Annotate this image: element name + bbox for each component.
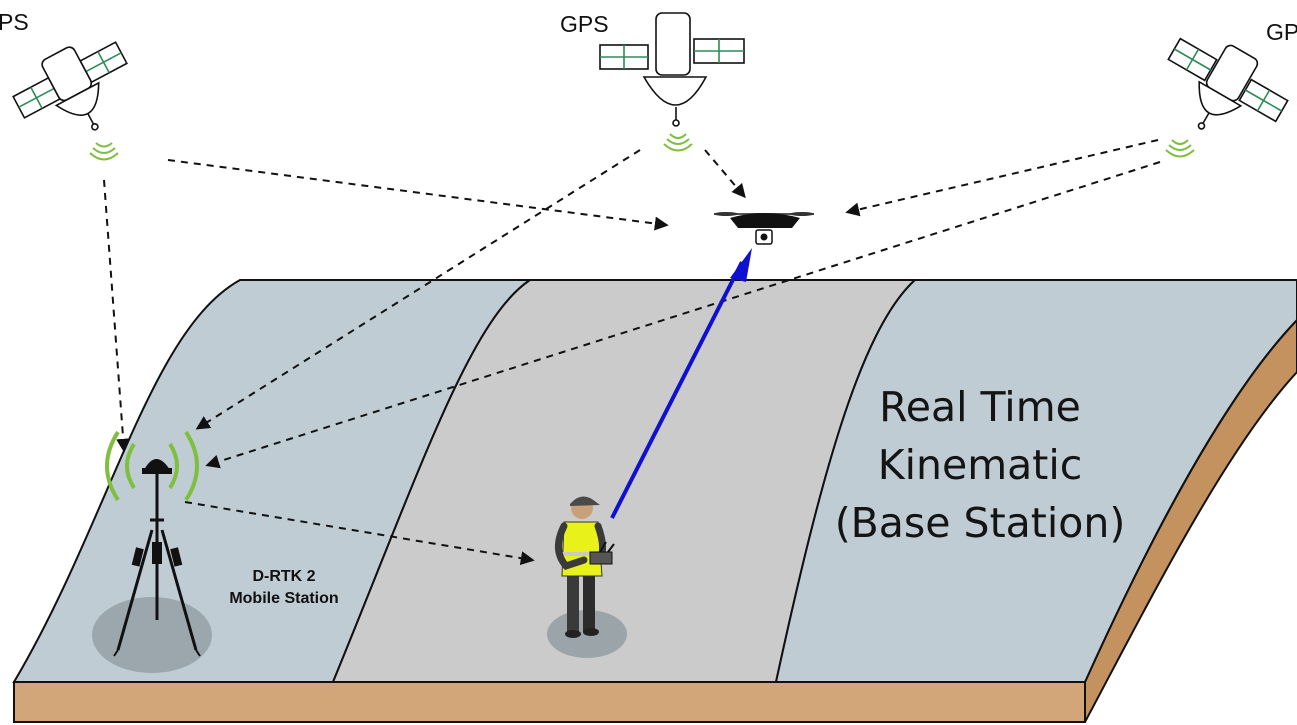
- path-right-sat-to-drone: [845, 139, 1159, 217]
- station-label-line: D-RTK 2: [252, 568, 316, 585]
- gps-label-center: GPS: [560, 11, 609, 37]
- signal-wave-icon: [89, 142, 119, 161]
- drone-icon: [714, 212, 814, 245]
- gps-label-right: GP: [1266, 19, 1297, 45]
- station-label-line: Mobile Station: [229, 590, 339, 607]
- signal-wave-icon: [663, 133, 693, 152]
- controller-link-arrowhead: [730, 248, 752, 282]
- path-center-sat-to-drone: [704, 149, 746, 199]
- satellite-icon: [599, 12, 745, 127]
- road-right-lane: [774, 279, 1297, 683]
- satellite-icon: [1167, 37, 1289, 130]
- title-line: Kinematic: [877, 441, 1083, 489]
- operator-with-controller-icon: [547, 496, 627, 658]
- satellite-icon: [12, 41, 128, 131]
- title-line: (Base Station): [834, 499, 1126, 547]
- gps-label-left: PS: [0, 9, 29, 35]
- path-left-sat-to-drone: [167, 159, 669, 231]
- tripod-shadow: [92, 597, 212, 673]
- diagram-title: Real Time Kinematic (Base Station): [800, 378, 1160, 552]
- road-front-edge: [13, 681, 1086, 723]
- station-label: D-RTK 2 Mobile Station: [206, 566, 362, 610]
- controller-link: [610, 261, 744, 519]
- tripod-base-station-icon: [92, 430, 212, 673]
- title-line: Real Time: [879, 383, 1081, 431]
- signal-paths: [103, 139, 1161, 566]
- path-base-to-operator: [184, 501, 535, 566]
- path-right-sat-to-base: [205, 161, 1161, 469]
- signal-wave-icon: [1165, 139, 1195, 158]
- road-slab: [12, 279, 1297, 723]
- path-left-sat-to-base: [103, 179, 131, 453]
- path-center-sat-to-base: [195, 149, 641, 430]
